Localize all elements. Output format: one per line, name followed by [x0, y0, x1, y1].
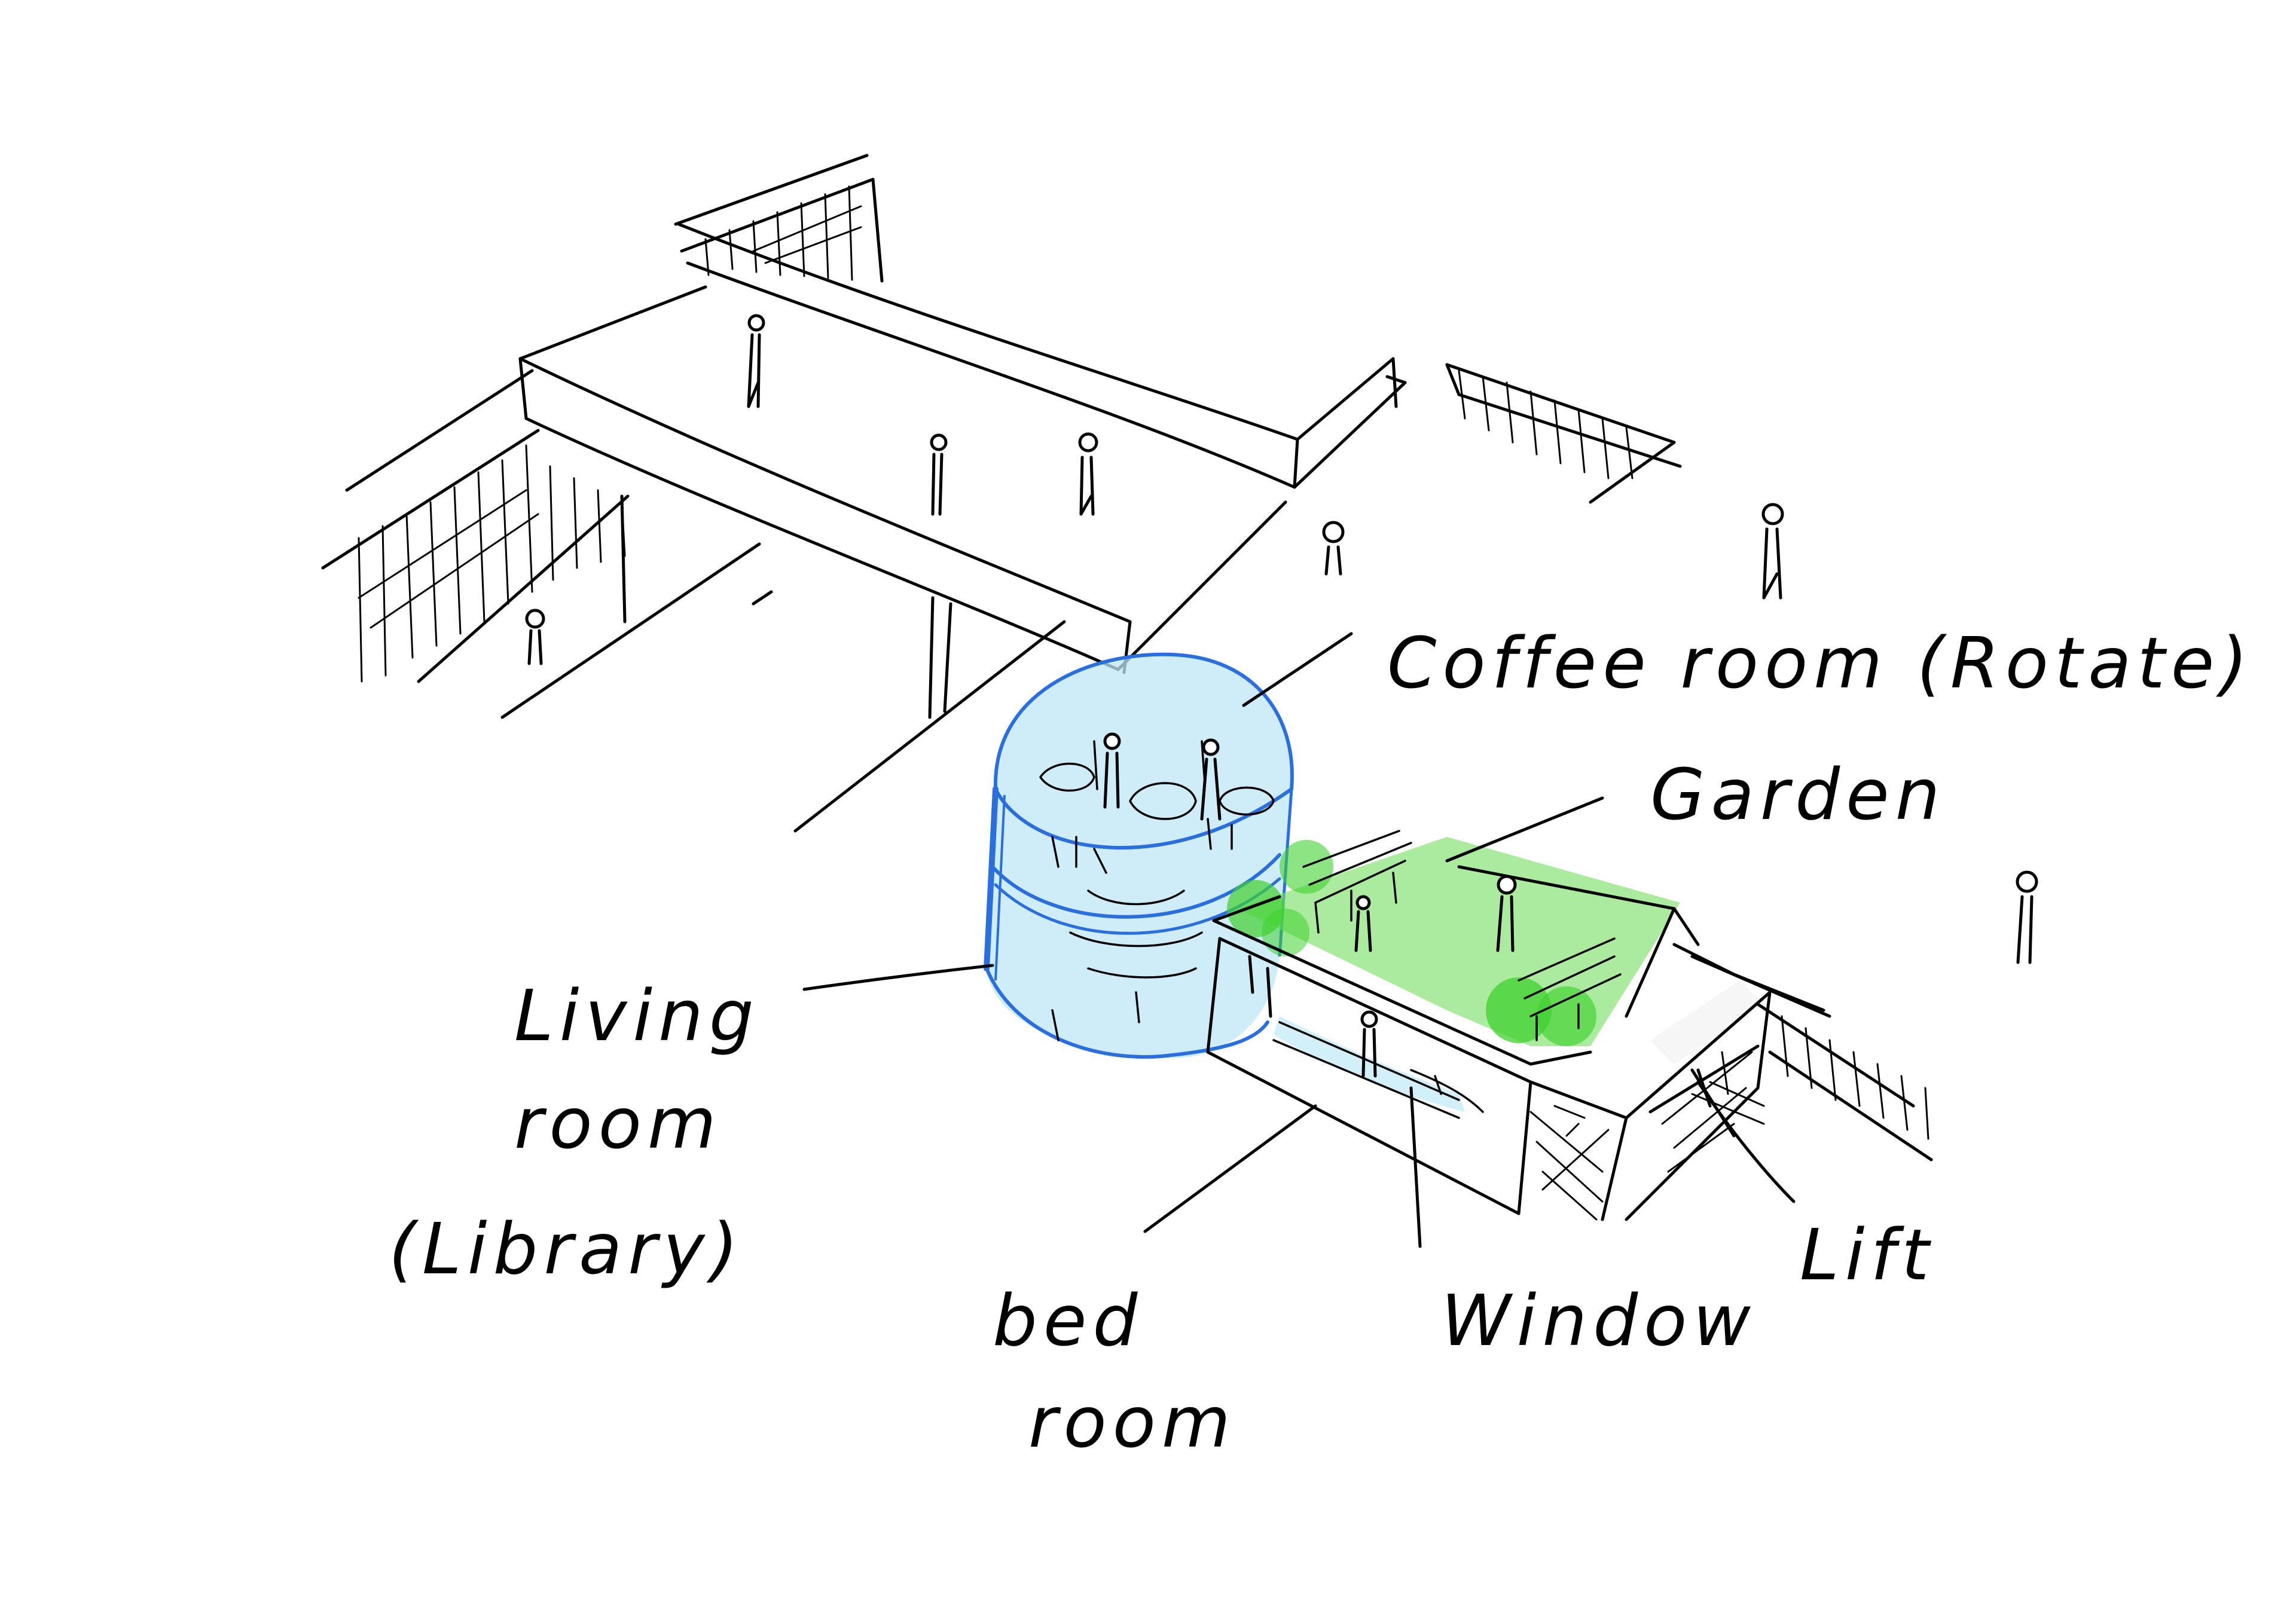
person-icon [747, 314, 765, 408]
bed-room-leader [1143, 1104, 1317, 1233]
lift-label: Lift [1800, 1214, 1935, 1296]
window-leader [1409, 1086, 1422, 1248]
lift-leader [1696, 1080, 1796, 1203]
leader-lines [802, 632, 1796, 1248]
living-room-label-line1: Living [514, 974, 760, 1057]
person-icon [2016, 870, 2038, 964]
coffee-room-cylinder [984, 652, 1294, 1059]
person-icon [1322, 521, 1345, 576]
upper-walkway [321, 154, 1407, 833]
bed-room-label-line2: room [1028, 1381, 1236, 1463]
living-room-label-line2: room [514, 1082, 722, 1164]
window-label: Window [1441, 1279, 1757, 1362]
bedroom-garden-block [1206, 830, 1700, 1221]
right-ramp [1385, 363, 1682, 504]
labels: Coffee room (Rotate) Garden Living room … [389, 622, 2254, 1463]
people-figures [525, 314, 2038, 964]
garden-label: Garden [1650, 753, 1946, 836]
coffee-room-leader [1242, 632, 1353, 707]
living-room-leader [802, 964, 994, 991]
person-icon [930, 433, 948, 516]
bed-room-label-line1: bed [993, 1279, 1143, 1362]
garden-leader [1445, 796, 1604, 863]
living-room-label-line3: (Library) [389, 1208, 744, 1290]
lift-structure [1625, 943, 1933, 1221]
coffee-room-label: Coffee room (Rotate) [1387, 622, 2254, 704]
person-icon [1761, 503, 1784, 600]
person-icon [525, 609, 545, 665]
person-icon [1078, 432, 1098, 516]
